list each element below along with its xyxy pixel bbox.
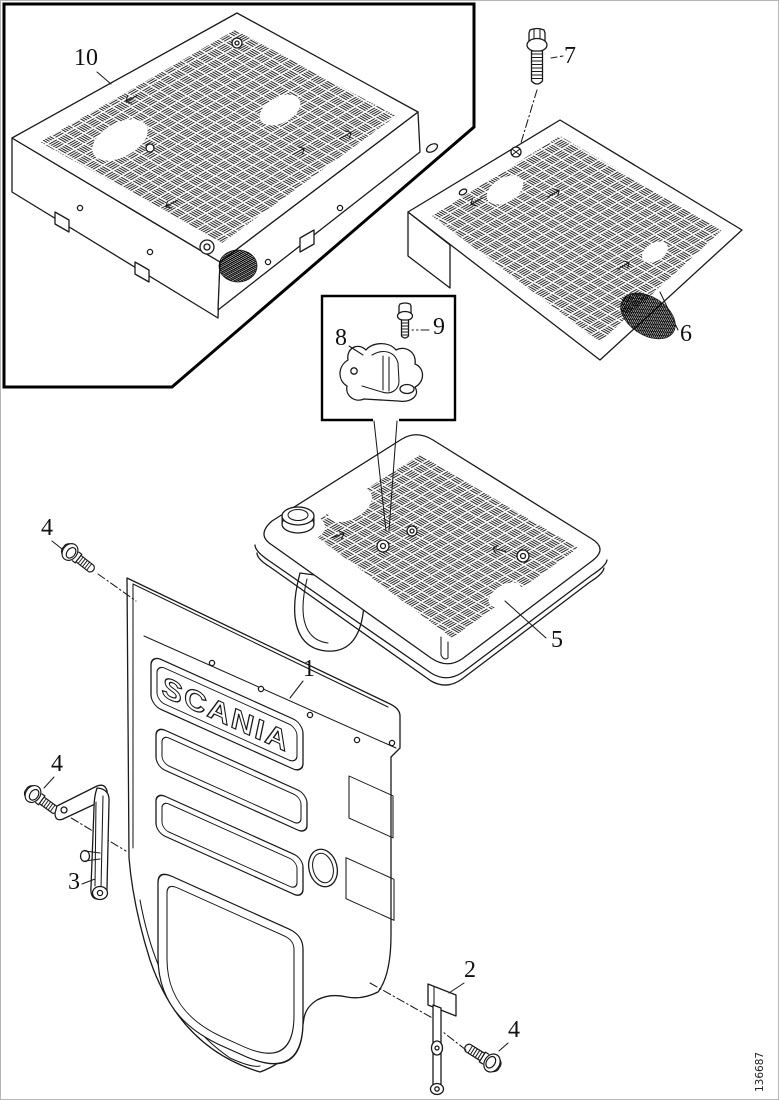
- leader-4-upper: [51, 540, 63, 550]
- leader-4-mid: [43, 776, 55, 789]
- cover-recess-band-2: [155, 794, 304, 896]
- bolt-axis-4-bottom: [442, 1031, 467, 1051]
- inset-box-border: [320, 294, 457, 422]
- filler-cap: [281, 506, 315, 534]
- leader-3: [81, 878, 96, 885]
- leader-4-bottom: [498, 1042, 509, 1052]
- drain-plug-cluster: [218, 249, 258, 283]
- tread-panel-5: 5: [254, 434, 608, 686]
- front-cover-1: SCANIA 1: [126, 577, 401, 1073]
- cover-recess-band-1: [155, 728, 308, 832]
- leader-2: [448, 982, 465, 994]
- bracket-2-assembly: 2 4: [369, 957, 520, 1096]
- leader-1: [289, 680, 304, 699]
- leader-10: [96, 71, 112, 85]
- bolt-axis-4-mid: [57, 809, 127, 852]
- detail-box-border: [2, 2, 476, 389]
- callout-10: 10: [74, 45, 98, 71]
- leader-7: [550, 55, 564, 59]
- tread-cluster-dark: [620, 292, 676, 340]
- detail-box-panel-10: 10: [2, 2, 476, 389]
- flange-bolt-4-upper: 4: [41, 515, 137, 602]
- callout-8: 8: [335, 325, 347, 351]
- callout-1: 1: [303, 656, 315, 682]
- callout-6: 6: [680, 321, 692, 347]
- flange-bolt-7: 7: [519, 27, 576, 147]
- callout-4-mid: 4: [51, 751, 63, 777]
- panel-5-bolts: [376, 525, 530, 563]
- callout-2: 2: [464, 957, 476, 983]
- cover-side-step-1: [348, 775, 394, 839]
- tread-panel-6: 6: [407, 119, 743, 361]
- callout-5: 5: [551, 627, 563, 653]
- bolt-axis-4-upper: [97, 573, 137, 602]
- callout-4-upper: 4: [41, 515, 53, 541]
- cover-bottom-recess: [157, 873, 304, 1065]
- flange-bolt-9: [396, 302, 414, 339]
- cover-side-step-2: [345, 857, 395, 921]
- bracket-8: [339, 342, 424, 402]
- inset-box-8-9: 8 9: [320, 294, 457, 532]
- callout-7: 7: [564, 43, 576, 69]
- leader-8: [348, 345, 364, 356]
- tread-pattern-10: [40, 30, 396, 243]
- bracket-3: [54, 784, 110, 901]
- leader-6: [659, 291, 679, 331]
- scania-badge: [150, 657, 304, 771]
- figure-number: 136687: [754, 1052, 766, 1092]
- axis-cover-to-bracket-2: [369, 982, 437, 1021]
- tread-panel-10: [11, 12, 421, 319]
- leader-5: [504, 600, 547, 639]
- callout-4-bottom: 4: [508, 1017, 520, 1043]
- bracket-3-assembly: 4 3: [20, 751, 127, 901]
- callout-9: 9: [433, 314, 445, 340]
- callout-3: 3: [68, 869, 80, 895]
- bolt-7-axis: [519, 89, 538, 147]
- bracket-2: [427, 983, 457, 1096]
- inset-leader-lines: [373, 420, 398, 532]
- cover-fold-line: [143, 635, 397, 749]
